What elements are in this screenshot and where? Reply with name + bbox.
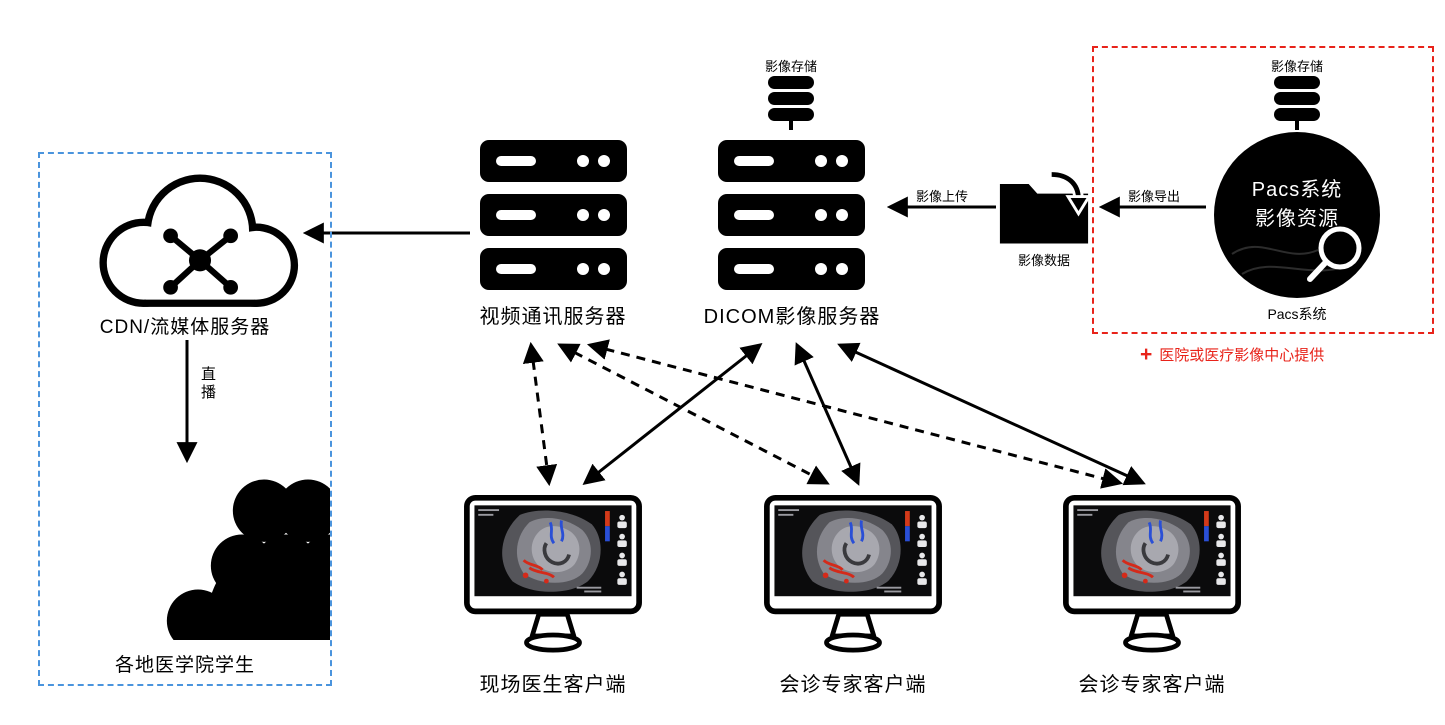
arrow-video-client1 <box>522 341 558 487</box>
pacs-provider-box <box>1092 46 1434 334</box>
arrow-dicom-client2 <box>794 342 861 486</box>
export-flow-label: 影像导出 <box>1127 189 1180 204</box>
arrow-video-client2 <box>557 343 830 485</box>
dicom-storage-label: 影像存储 <box>764 59 817 74</box>
students-label: 各地医学院学生 <box>114 655 255 676</box>
plus-icon: + <box>1140 343 1153 366</box>
client3-label: 会诊专家客户端 <box>1078 674 1226 696</box>
pacs-storage-label: 影像存储 <box>1270 59 1323 74</box>
pacs-system-text: Pacs系统 影像资源 <box>1214 176 1380 234</box>
arrow-dicom-client3 <box>837 342 1146 486</box>
live-stream-label: 直播 <box>199 366 216 402</box>
upload-flow-label: 影像上传 <box>915 189 968 204</box>
video-server-label: 视频通讯服务器 <box>479 306 627 328</box>
cloud-icon <box>99 174 299 307</box>
dicom-server-label: DICOM影像服务器 <box>703 306 881 328</box>
students-area-box <box>38 152 332 686</box>
client-monitor-icon <box>463 494 643 653</box>
folder-transfer-icon <box>999 170 1090 244</box>
provider-note: + 医院或医疗影像中心提供 <box>1140 344 1324 365</box>
server-rack-icon <box>718 140 865 290</box>
pacs-system-circle: Pacs系统 影像资源 <box>1214 132 1380 298</box>
crowd-icon <box>40 478 330 640</box>
server-rack-icon <box>480 140 627 290</box>
provider-note-text: 医院或医疗影像中心提供 <box>1159 347 1325 364</box>
client1-label: 现场医生客户端 <box>479 674 627 696</box>
magnifier-icon <box>1231 226 1362 282</box>
arrow-dicom-client1 <box>582 343 763 485</box>
pacs-system-line2: 影像资源 <box>1255 208 1339 230</box>
folder-data-label: 影像数据 <box>1017 253 1070 268</box>
client-monitor-icon <box>763 494 943 653</box>
client-monitor-icon <box>1062 494 1242 653</box>
network-node-icon <box>163 228 239 295</box>
pacs-caption: Pacs系统 <box>1267 306 1327 322</box>
database-icon <box>1274 76 1320 130</box>
arrow-video-client3 <box>586 339 1124 489</box>
pacs-system-line1: Pacs系统 <box>1251 179 1343 201</box>
database-icon <box>768 76 814 130</box>
cdn-server-label: CDN/流媒体服务器 <box>99 317 271 338</box>
client2-label: 会诊专家客户端 <box>779 674 927 696</box>
